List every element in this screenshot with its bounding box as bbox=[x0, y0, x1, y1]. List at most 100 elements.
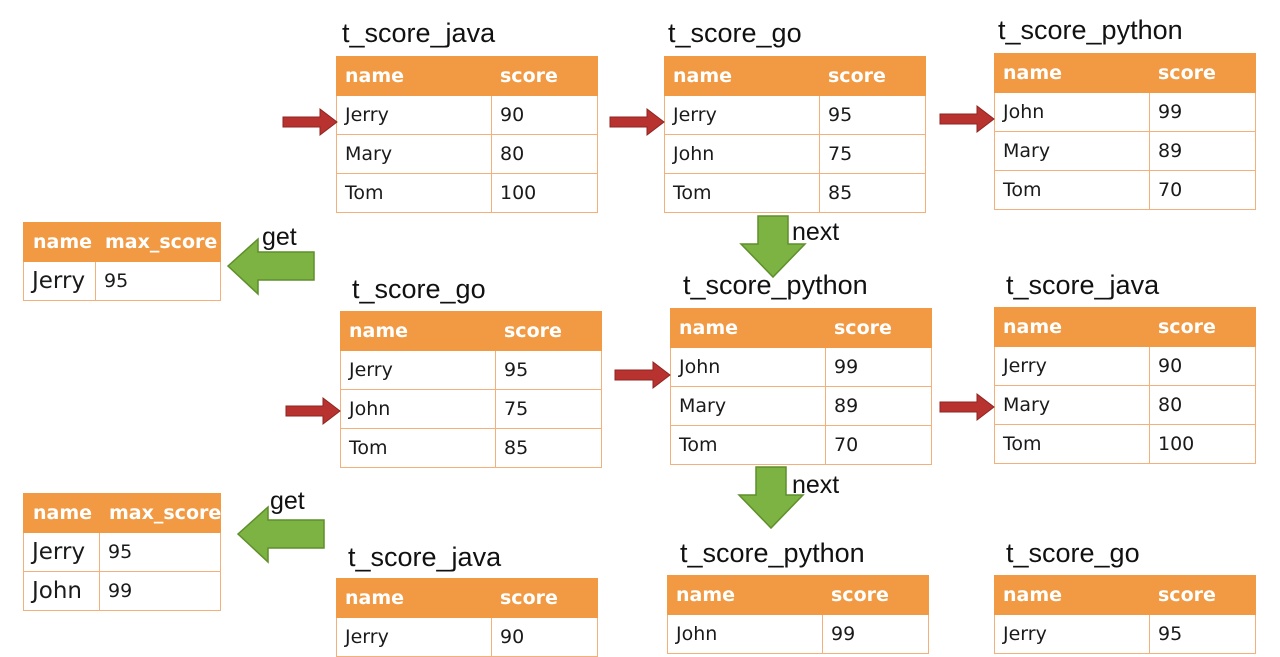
name-cell: Mary bbox=[670, 386, 826, 426]
score-cell: 90 bbox=[491, 95, 598, 135]
score-cell: 99 bbox=[1149, 92, 1256, 132]
name-cell: John bbox=[994, 92, 1150, 132]
name-cell: Mary bbox=[336, 134, 492, 174]
column-header: name bbox=[994, 53, 1150, 93]
table-title: t_score_go bbox=[352, 274, 486, 304]
column-header: score bbox=[822, 575, 929, 615]
score-cell: 75 bbox=[819, 134, 926, 174]
score-cell: 99 bbox=[825, 347, 932, 387]
table-title: t_score_go bbox=[668, 18, 802, 48]
name-cell: Tom bbox=[994, 424, 1150, 464]
arrows-layer bbox=[226, 104, 995, 564]
name-cell: John bbox=[340, 389, 496, 429]
get-label: get bbox=[270, 487, 305, 515]
next-arrow-icon bbox=[737, 466, 805, 530]
column-header: name bbox=[994, 575, 1150, 615]
pointer-arrow-icon bbox=[939, 104, 995, 134]
column-header: score bbox=[1149, 307, 1256, 347]
score-cell: 89 bbox=[1149, 131, 1256, 171]
name-cell: Jerry bbox=[340, 350, 496, 390]
column-header: name bbox=[670, 308, 826, 348]
pointer-arrow-icon bbox=[285, 396, 341, 426]
score-cell: 95 bbox=[495, 350, 602, 390]
score-cell: 70 bbox=[1149, 170, 1256, 210]
column-header: name bbox=[23, 493, 100, 533]
table-title: t_score_java bbox=[342, 18, 496, 48]
name-cell: John bbox=[23, 571, 100, 611]
next-arrow-icon bbox=[739, 215, 807, 279]
score-cell: 75 bbox=[495, 389, 602, 429]
pointer-arrow-icon bbox=[609, 107, 665, 137]
get-label: get bbox=[262, 223, 297, 251]
score-cell: 70 bbox=[825, 425, 932, 465]
column-header: name bbox=[23, 222, 96, 262]
score-cell: 95 bbox=[95, 261, 221, 301]
score-cell: 80 bbox=[491, 134, 598, 174]
table-title: t_score_python bbox=[998, 15, 1183, 45]
column-header: score bbox=[1149, 53, 1256, 93]
column-header: name bbox=[664, 56, 820, 96]
name-cell: Tom bbox=[336, 173, 492, 213]
column-header: name bbox=[336, 56, 492, 96]
next-label: next bbox=[792, 218, 840, 246]
name-cell: Tom bbox=[670, 425, 826, 465]
table-title: t_score_python bbox=[680, 538, 865, 568]
column-header: score bbox=[491, 578, 598, 618]
score-cell: 99 bbox=[99, 571, 221, 611]
score-cell: 85 bbox=[495, 428, 602, 468]
column-header: score bbox=[495, 311, 602, 351]
name-cell: John bbox=[664, 134, 820, 174]
name-cell: Mary bbox=[994, 131, 1150, 171]
table-title: t_score_java bbox=[348, 542, 502, 572]
name-cell: Tom bbox=[664, 173, 820, 213]
column-header: name bbox=[336, 578, 492, 618]
column-header: name bbox=[340, 311, 496, 351]
score-cell: 85 bbox=[819, 173, 926, 213]
pointer-arrow-icon bbox=[282, 107, 338, 137]
score-cell: 100 bbox=[491, 173, 598, 213]
get-arrow-icon bbox=[226, 237, 315, 296]
name-cell: John bbox=[670, 347, 826, 387]
name-cell: Jerry bbox=[664, 95, 820, 135]
score-cell: 100 bbox=[1149, 424, 1256, 464]
name-cell: Tom bbox=[340, 428, 496, 468]
column-header: score bbox=[819, 56, 926, 96]
get-arrow-icon bbox=[236, 505, 325, 564]
name-cell: Mary bbox=[994, 385, 1150, 425]
name-cell: Tom bbox=[994, 170, 1150, 210]
name-cell: Jerry bbox=[23, 261, 96, 301]
column-header: score bbox=[825, 308, 932, 348]
column-header: score bbox=[1149, 575, 1256, 615]
table-title: t_score_java bbox=[1006, 270, 1160, 300]
column-header: score bbox=[491, 56, 598, 96]
name-cell: Jerry bbox=[336, 95, 492, 135]
pointer-arrow-icon bbox=[614, 360, 671, 390]
